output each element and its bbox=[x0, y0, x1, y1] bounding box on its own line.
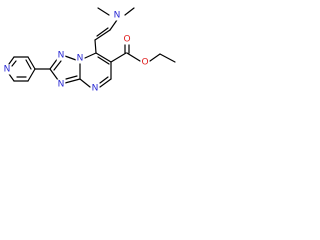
atom-label-n-triazole-top: N bbox=[58, 51, 65, 61]
bond-tz-c2-n3 bbox=[49, 68, 59, 81]
bond-pym-n8-c7 bbox=[84, 52, 97, 59]
atom-label-background bbox=[56, 79, 66, 90]
bond-tz-n1-c2-inner bbox=[53, 60, 62, 71]
bond-ring-carbonyl-c bbox=[110, 52, 127, 63]
bond-vinyl-ring bbox=[94, 39, 97, 54]
vinyl-linker bbox=[94, 27, 111, 54]
atom-label-background bbox=[56, 50, 66, 61]
pyridine-ring bbox=[8, 56, 51, 82]
molecule-structure-diagram: N N N N N N O O bbox=[2, 7, 176, 94]
pyrimidine-ring bbox=[79, 52, 112, 88]
bond-py-c3-n-inner bbox=[11, 60, 17, 67]
bond-vinyl-single bbox=[94, 29, 111, 41]
atom-label-n-bridgehead: N bbox=[77, 54, 84, 64]
bond-tz-n3-c3a-inner bbox=[65, 75, 78, 80]
ethyl-ester-group bbox=[110, 43, 176, 63]
bond-pym-c5-n4 bbox=[99, 78, 112, 88]
bond-pym-c5-n4-inner bbox=[99, 76, 109, 84]
bond-nme-left-methyl bbox=[97, 7, 110, 16]
bond-tz-n3-c3a bbox=[64, 78, 81, 84]
bond-py-c3-n bbox=[8, 56, 15, 65]
atom-label-n-pyridine: N bbox=[4, 65, 11, 75]
atom-label-o-ester: O bbox=[141, 58, 148, 68]
bond-ch2-ch3 bbox=[159, 53, 176, 63]
atom-label-background bbox=[2, 64, 12, 75]
bond-n-vinyl bbox=[109, 19, 118, 31]
bond-vinyl-double-a bbox=[96, 27, 109, 37]
atom-label-background bbox=[112, 10, 122, 21]
bond-py-c1-c2-inner bbox=[25, 59, 32, 70]
atom-label-n-dimethylamino: N bbox=[114, 11, 121, 21]
bond-nme-right-methyl bbox=[124, 7, 135, 16]
atom-label-background bbox=[75, 53, 85, 64]
bond-pym-c7-c6 bbox=[95, 52, 112, 63]
atom-labels: N N N N N N O O bbox=[2, 10, 150, 94]
bond-tz-n8-n1 bbox=[64, 55, 77, 61]
bond-py-n-c5 bbox=[8, 73, 15, 82]
bond-py-c1-c2 bbox=[27, 56, 36, 70]
atom-label-background bbox=[140, 57, 150, 68]
bond-o-ch2 bbox=[149, 53, 161, 62]
atom-label-background bbox=[90, 83, 100, 94]
atom-label-background bbox=[122, 34, 132, 45]
atom-label-n-pyrimidine: N bbox=[92, 84, 99, 94]
bond-pym-n4-c3a bbox=[79, 78, 91, 88]
bond-py-c6-c1 bbox=[27, 68, 36, 82]
dimethylamino-group bbox=[97, 7, 135, 31]
bond-pym-c7-c6-inner bbox=[97, 56, 110, 65]
atom-label-o-carbonyl: O bbox=[123, 35, 130, 45]
atom-label-n-triazole-bottom: N bbox=[58, 80, 65, 90]
bond-carbonyl-o-ester bbox=[126, 52, 141, 62]
